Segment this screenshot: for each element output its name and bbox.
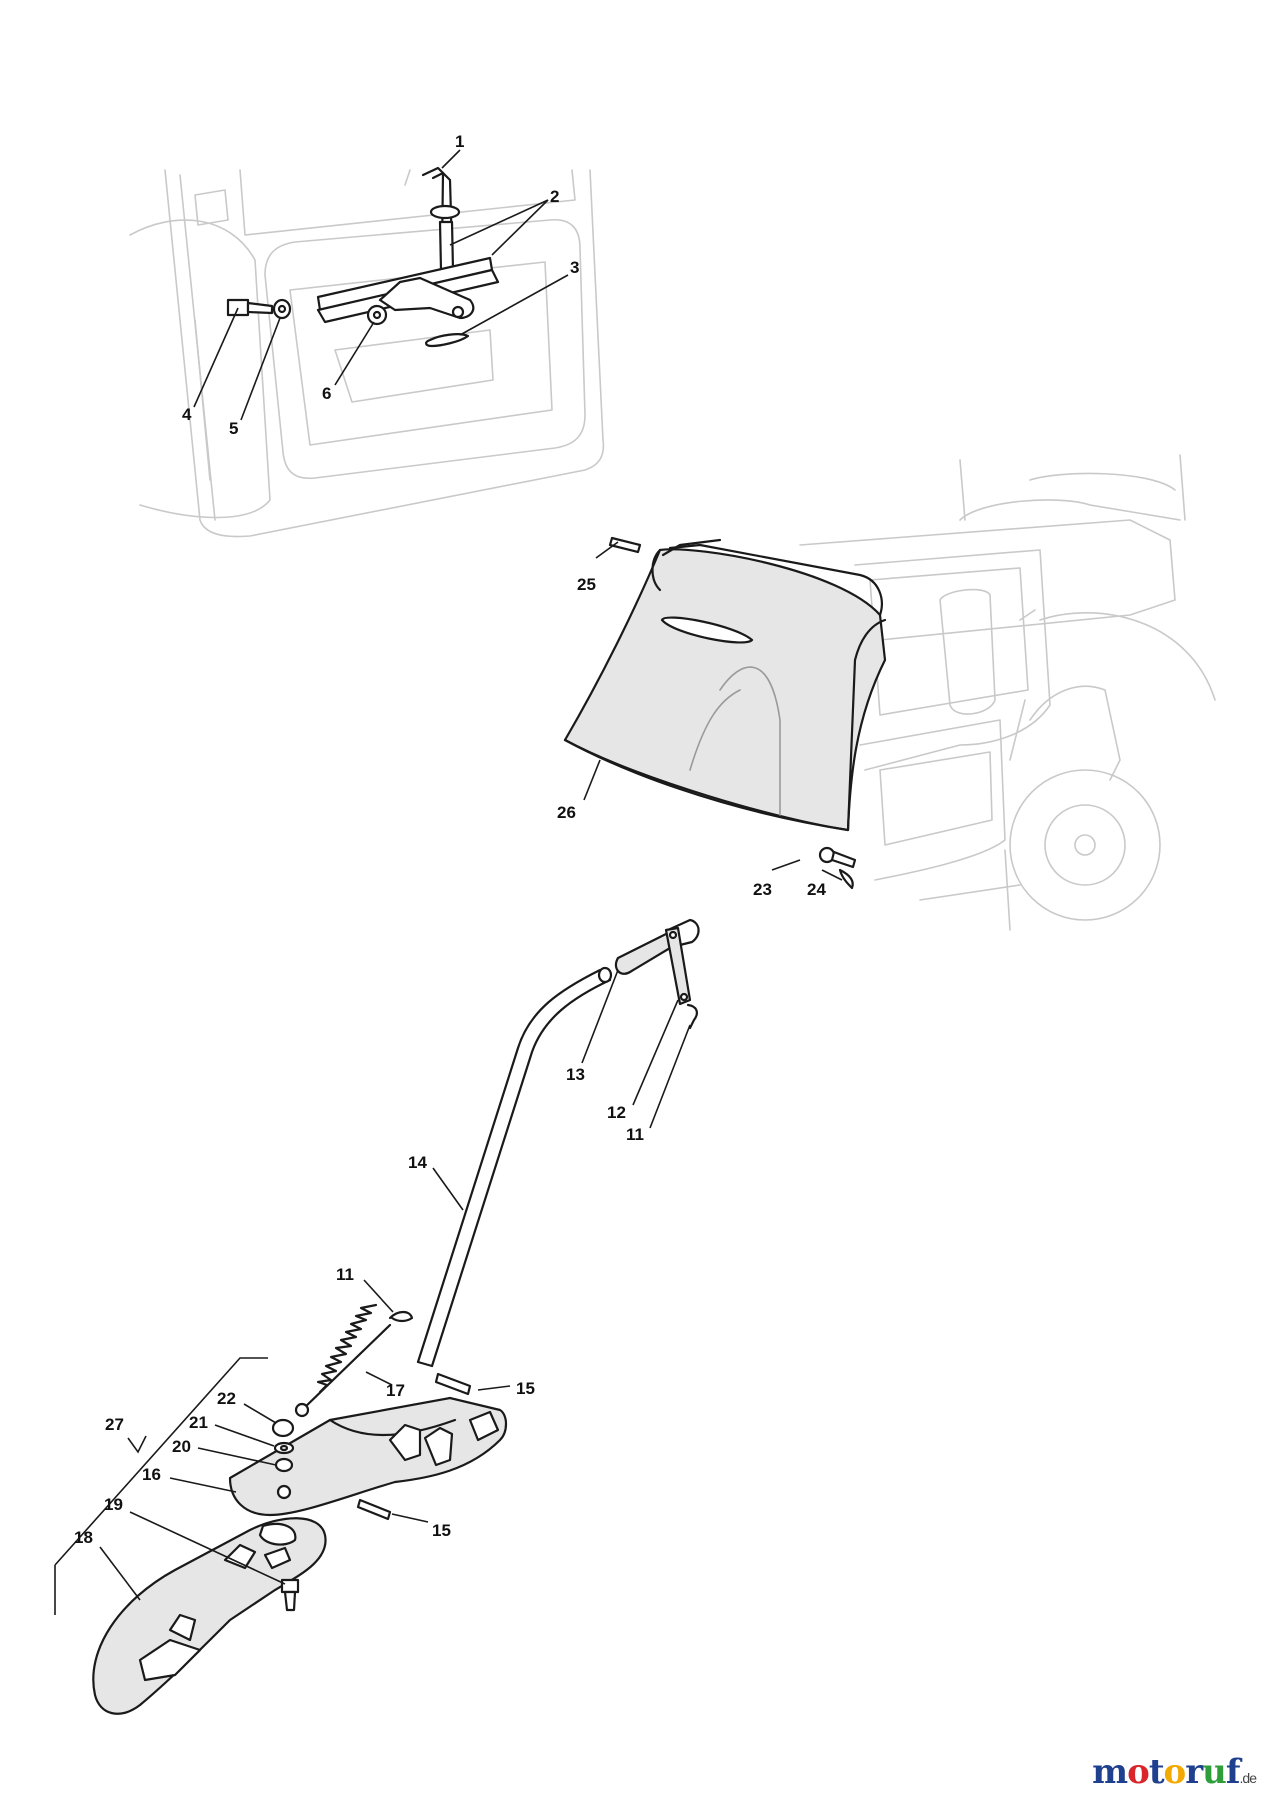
logo-letter: u bbox=[1202, 1752, 1227, 1792]
callout-26: 26 bbox=[557, 803, 576, 822]
leader-lines bbox=[54, 149, 843, 1615]
callout-labels: 1 2 3 4 5 6 25 26 23 24 13 12 11 14 11 1… bbox=[74, 132, 826, 1547]
part-21-washer bbox=[273, 1441, 295, 1455]
callout-22: 22 bbox=[217, 1389, 236, 1408]
part-22-nut bbox=[271, 1418, 295, 1438]
part-1-latch-pin bbox=[421, 166, 461, 272]
callout-16: 16 bbox=[142, 1465, 161, 1484]
part-3-spring-clip bbox=[425, 333, 470, 348]
part-24-split-pin bbox=[838, 868, 854, 890]
callout-11-lower: 11 bbox=[336, 1265, 354, 1284]
part-19-screw bbox=[280, 1578, 300, 1612]
callout-27: 27 bbox=[105, 1415, 124, 1434]
callout-18: 18 bbox=[74, 1528, 93, 1547]
logo-letter: f bbox=[1225, 1752, 1241, 1792]
callout-12: 12 bbox=[607, 1103, 626, 1122]
callout-17: 17 bbox=[386, 1381, 405, 1400]
callout-20: 20 bbox=[172, 1437, 191, 1456]
rear-panel-ghost bbox=[129, 169, 605, 538]
callout-19: 19 bbox=[104, 1495, 123, 1514]
callout-13: 13 bbox=[566, 1065, 585, 1084]
part-15-pin-upper bbox=[434, 1372, 472, 1396]
part-11-pin-lower bbox=[388, 1310, 414, 1323]
part-6-nut bbox=[366, 304, 388, 326]
part-11-pin-upper bbox=[686, 1003, 698, 1030]
callout-3: 3 bbox=[570, 258, 579, 277]
callout-15-lower: 15 bbox=[432, 1521, 451, 1540]
part-4-bolt bbox=[226, 298, 274, 317]
logo-suffix: .de bbox=[1239, 1770, 1257, 1786]
part-2-latch-bracket bbox=[316, 256, 500, 324]
callout-2: 2 bbox=[550, 187, 559, 206]
part-14-lever-rod bbox=[416, 966, 613, 1368]
callout-1: 1 bbox=[455, 132, 464, 151]
callout-25: 25 bbox=[577, 575, 596, 594]
part-15-pin-lower bbox=[356, 1498, 392, 1521]
callout-23: 23 bbox=[753, 880, 772, 899]
part-23-bolt bbox=[818, 846, 857, 869]
part-17-spring bbox=[294, 1303, 392, 1418]
logo-letter: o bbox=[1163, 1752, 1187, 1792]
callout-24: 24 bbox=[807, 880, 826, 899]
logo-letter: m bbox=[1092, 1752, 1128, 1792]
callout-21: 21 bbox=[189, 1413, 208, 1432]
callout-15-upper: 15 bbox=[516, 1379, 535, 1398]
part-26-grass-deflector-flap bbox=[563, 538, 887, 832]
part-16-pedal-bracket bbox=[228, 1396, 508, 1517]
callout-6: 6 bbox=[322, 384, 331, 403]
part-13-grip bbox=[614, 918, 700, 975]
motoruf-logo: motoruf.de bbox=[1092, 1752, 1257, 1792]
callout-4: 4 bbox=[182, 405, 192, 424]
callout-14: 14 bbox=[408, 1153, 427, 1172]
part-12-link-plate bbox=[664, 926, 692, 1006]
callout-11-upper: 11 bbox=[626, 1125, 644, 1144]
logo-letter: t bbox=[1148, 1752, 1165, 1792]
part-5-nut bbox=[272, 298, 292, 320]
part-18-pedal-pad bbox=[92, 1517, 327, 1715]
logo-letter: o bbox=[1127, 1752, 1150, 1792]
callout-5: 5 bbox=[229, 419, 238, 438]
logo-letter: r bbox=[1185, 1752, 1203, 1792]
part-20-bushing bbox=[274, 1457, 294, 1473]
